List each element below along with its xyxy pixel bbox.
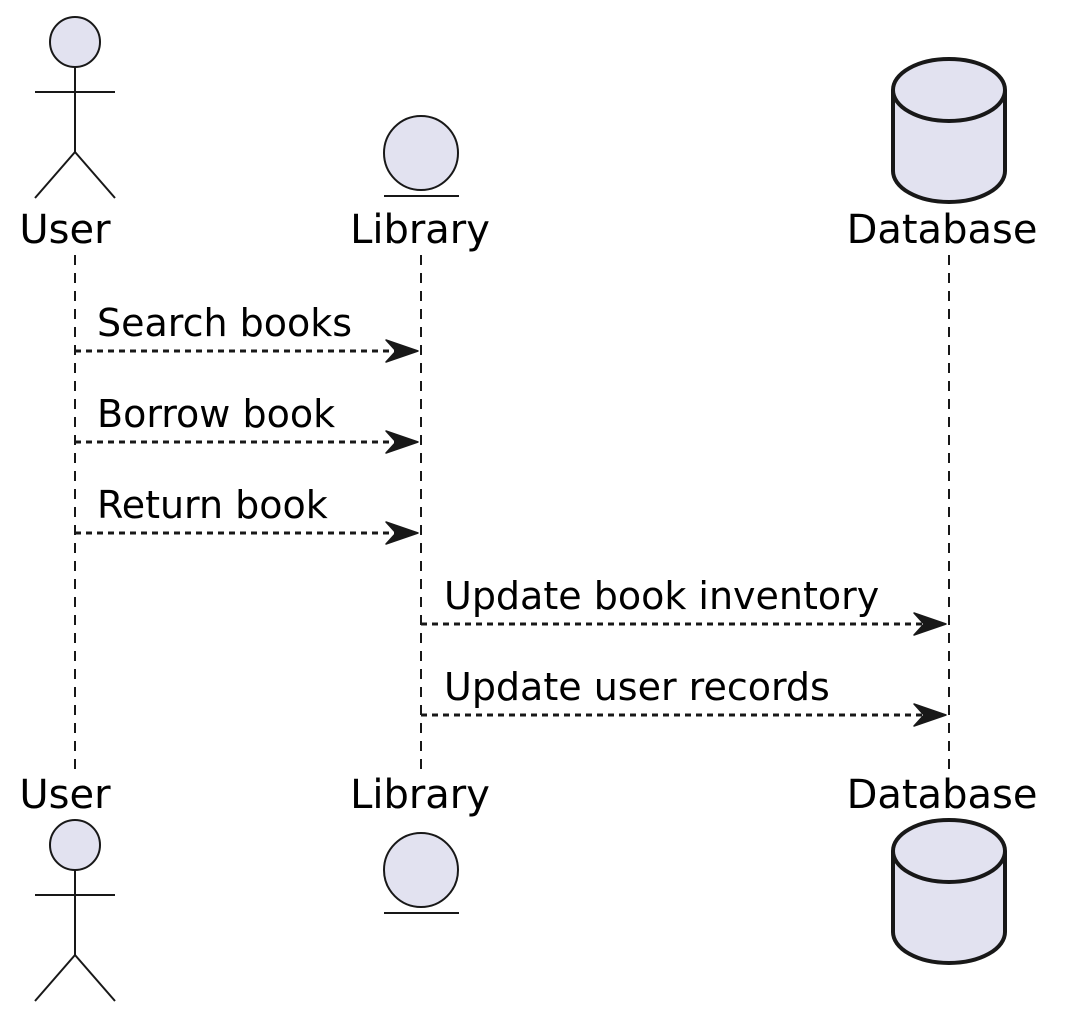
participant-library-top: Library: [350, 115, 490, 253]
message-borrow-book: Borrow book: [75, 392, 419, 454]
actor-icon: [34, 16, 116, 199]
arrowhead-icon: [913, 612, 947, 636]
arrowhead-icon: [913, 703, 947, 727]
participant-user-top: User: [19, 16, 116, 253]
message-update-user-records: Update user records: [421, 665, 947, 727]
message-label: Update user records: [444, 665, 830, 709]
participant-user-bottom: User: [19, 772, 116, 1002]
message-label: Borrow book: [97, 392, 335, 436]
participant-database-top: Database: [847, 57, 1038, 253]
participant-label: Library: [350, 772, 490, 818]
message-label: Return book: [97, 483, 328, 527]
message-label: Search books: [97, 301, 352, 345]
participant-library-bottom: Library: [350, 772, 490, 914]
participant-database-bottom: Database: [847, 772, 1038, 965]
message-label: Update book inventory: [444, 574, 879, 618]
actor-icon: [34, 819, 116, 1002]
participant-label: Database: [847, 207, 1038, 253]
message-return-book: Return book: [75, 483, 419, 545]
entity-icon: [383, 832, 459, 914]
arrowhead-icon: [385, 339, 419, 363]
database-icon: [891, 818, 1007, 965]
participant-label: User: [19, 772, 111, 818]
message-search-books: Search books: [75, 301, 419, 363]
message-update-book-inventory: Update book inventory: [421, 574, 947, 636]
arrowhead-icon: [385, 521, 419, 545]
entity-icon: [383, 115, 459, 197]
participant-label: Library: [350, 207, 490, 253]
participant-label: Database: [847, 772, 1038, 818]
participant-label: User: [19, 207, 111, 253]
arrowhead-icon: [385, 430, 419, 454]
database-icon: [891, 57, 1007, 204]
